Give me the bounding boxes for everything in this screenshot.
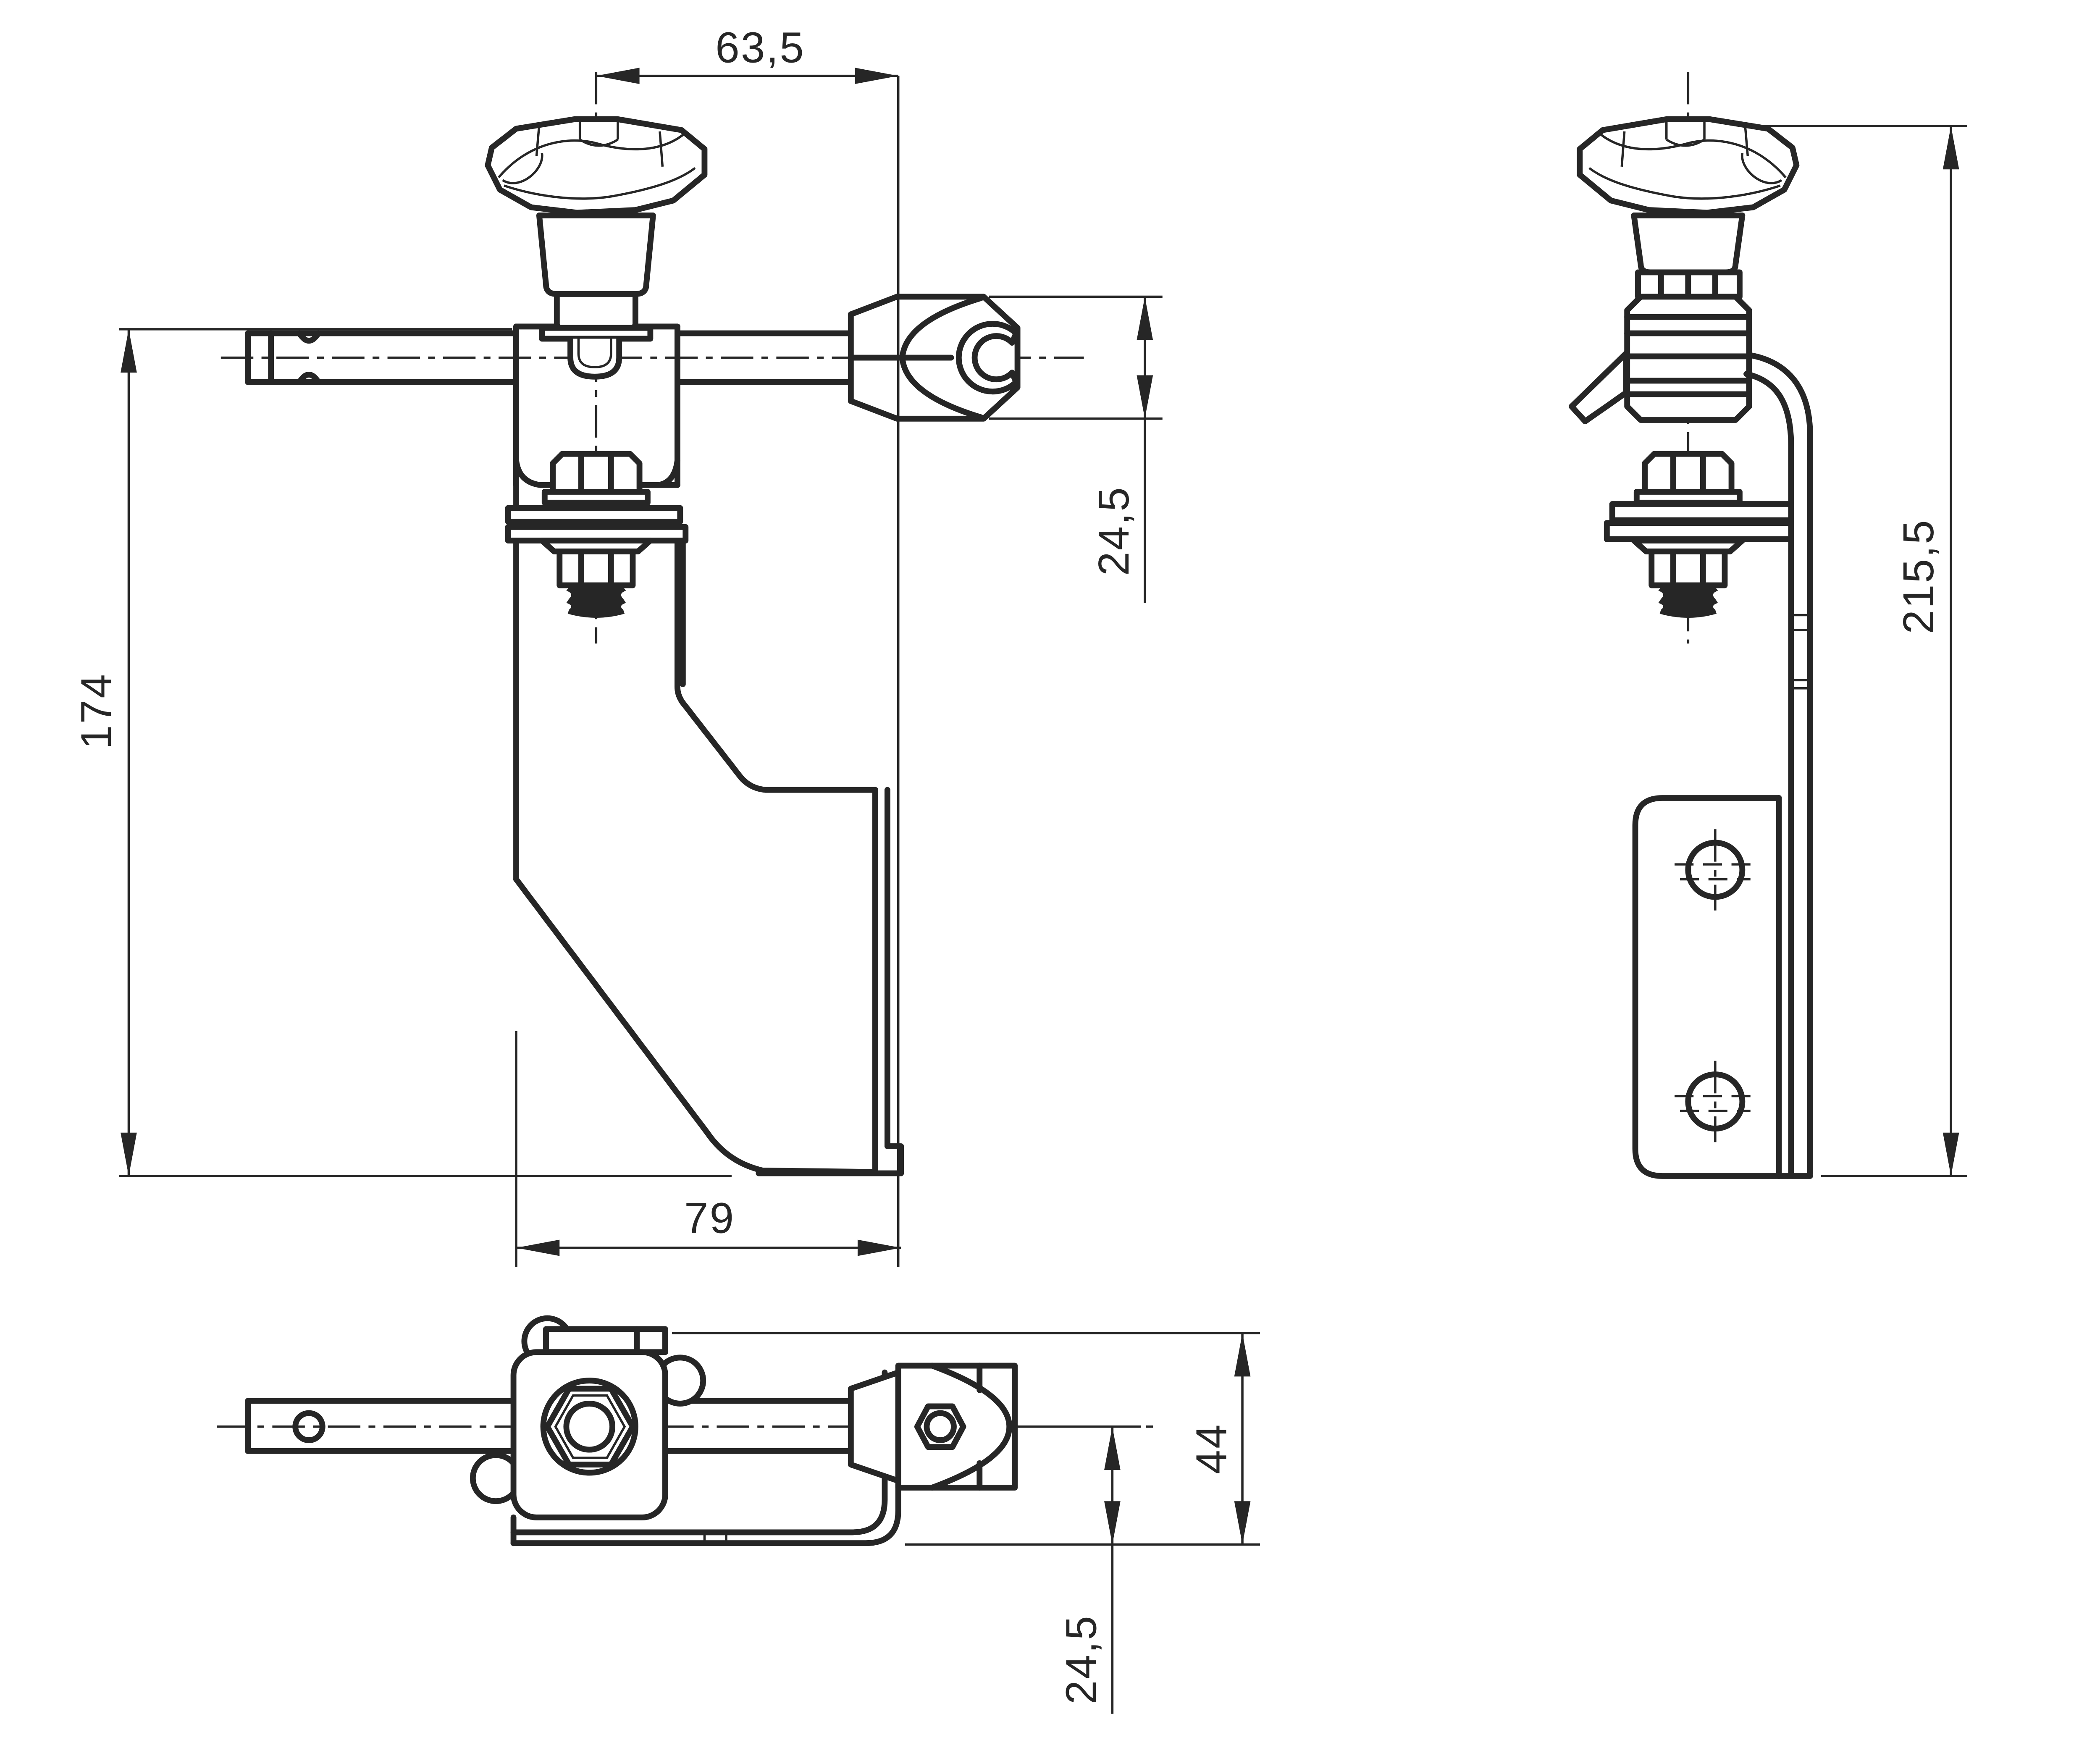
rod-hole-notch-bottom <box>296 372 321 385</box>
clamp-collar-side <box>1624 294 1752 423</box>
bracket-plates-side <box>1604 501 1794 542</box>
clamp-notch <box>956 321 1019 395</box>
front-view: 63,5 174 24,5 79 <box>72 23 1163 1267</box>
dim-174-label: 174 <box>72 673 121 749</box>
dim-215-5: 215,5 <box>1761 125 1967 1177</box>
dim-215-5-label: 215,5 <box>1894 519 1942 634</box>
dim-79-label: 79 <box>684 1194 735 1242</box>
mounting-hole-bottom <box>1675 1060 1756 1142</box>
dim-79: 79 <box>515 1031 901 1267</box>
bracket-strap <box>1743 352 1813 1176</box>
plate-band-top <box>543 1326 668 1355</box>
top-view: 44 24,5 <box>217 1315 1260 1714</box>
dim-24-5-top: 24,5 <box>1020 1425 1141 1714</box>
rod-hole-notch-top <box>296 330 321 344</box>
dim-24-5-front: 24,5 <box>989 295 1163 603</box>
dim-174: 174 <box>72 328 732 1177</box>
rod-cross-hole <box>292 1410 326 1443</box>
star-knob <box>485 116 708 216</box>
star-knob-side <box>1580 119 1796 213</box>
prism-clamp-head <box>848 294 1021 422</box>
dim-63-5: 63,5 <box>596 23 900 1267</box>
mounting-plate <box>1632 795 1813 1179</box>
knob-bushing-side <box>1631 212 1746 300</box>
hex-bushing <box>556 548 636 588</box>
hex-nut-side <box>1642 451 1735 495</box>
washer-side <box>1633 489 1743 506</box>
dim-24-5-top-label: 24,5 <box>1057 1614 1105 1704</box>
hex-bushing-side <box>1648 548 1728 588</box>
knob-bushing <box>536 212 656 342</box>
threaded-stud-side <box>1658 585 1718 618</box>
dim-44-label: 44 <box>1187 1423 1235 1474</box>
side-view: 215,5 <box>1568 71 1967 1179</box>
dim-44: 44 <box>672 1332 1260 1546</box>
bracket-plates-edge <box>505 505 689 544</box>
hex-nut-top <box>544 1386 636 1468</box>
washer <box>541 489 651 506</box>
dim-63-5-label: 63,5 <box>715 23 805 71</box>
lever-tab <box>1568 351 1629 425</box>
prism-clamp-head-top <box>848 1362 1018 1491</box>
clamp-rod <box>245 330 854 385</box>
hex-nut <box>550 451 643 495</box>
hex-socket-screw <box>914 1403 966 1450</box>
l-plate-top <box>510 1369 901 1546</box>
dim-24-5-front-label: 24,5 <box>1089 486 1138 576</box>
plunger-dome <box>567 339 622 380</box>
threaded-stud <box>566 585 626 618</box>
mounting-hole-top <box>1675 829 1756 911</box>
